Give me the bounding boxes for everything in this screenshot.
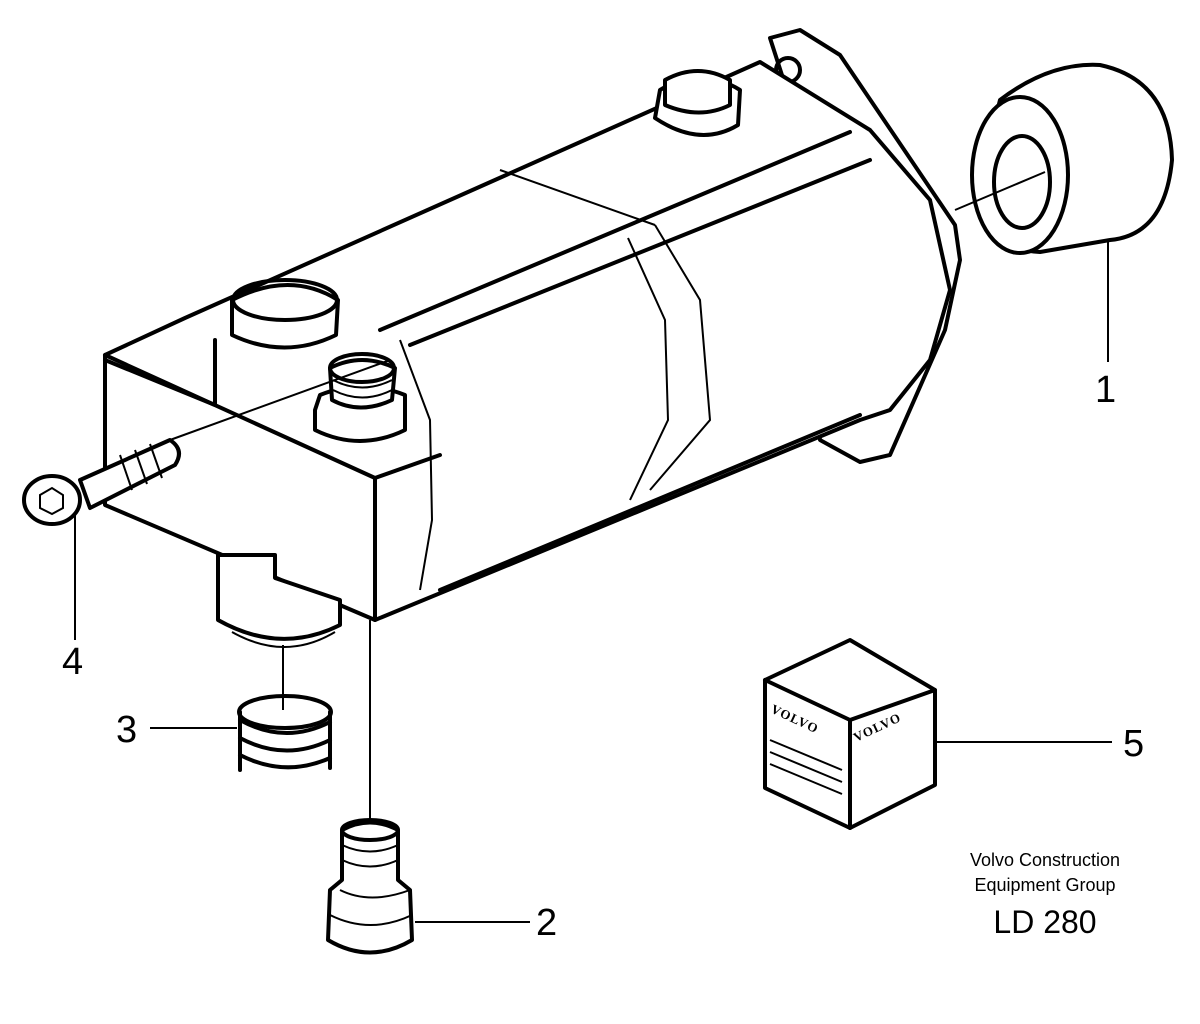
part-1-bushing <box>954 62 1174 362</box>
callout-2: 2 <box>536 902 557 944</box>
part-5-box: VOLVO VOLVO <box>763 638 1112 830</box>
doc-number: LD 280 <box>993 904 1096 940</box>
credit-line-2: Equipment Group <box>974 875 1115 895</box>
cylinder-assembly <box>103 28 962 648</box>
callout-4: 4 <box>62 641 83 683</box>
callout-5: 5 <box>1123 723 1144 765</box>
part-3-spring <box>150 645 333 772</box>
credit-line-1: Volvo Construction <box>970 850 1120 870</box>
callout-1: 1 <box>1095 369 1116 411</box>
callout-3: 3 <box>116 709 137 751</box>
part-4-bolt <box>22 359 391 640</box>
part-2-valve <box>326 620 530 955</box>
center-fitting <box>313 352 407 443</box>
